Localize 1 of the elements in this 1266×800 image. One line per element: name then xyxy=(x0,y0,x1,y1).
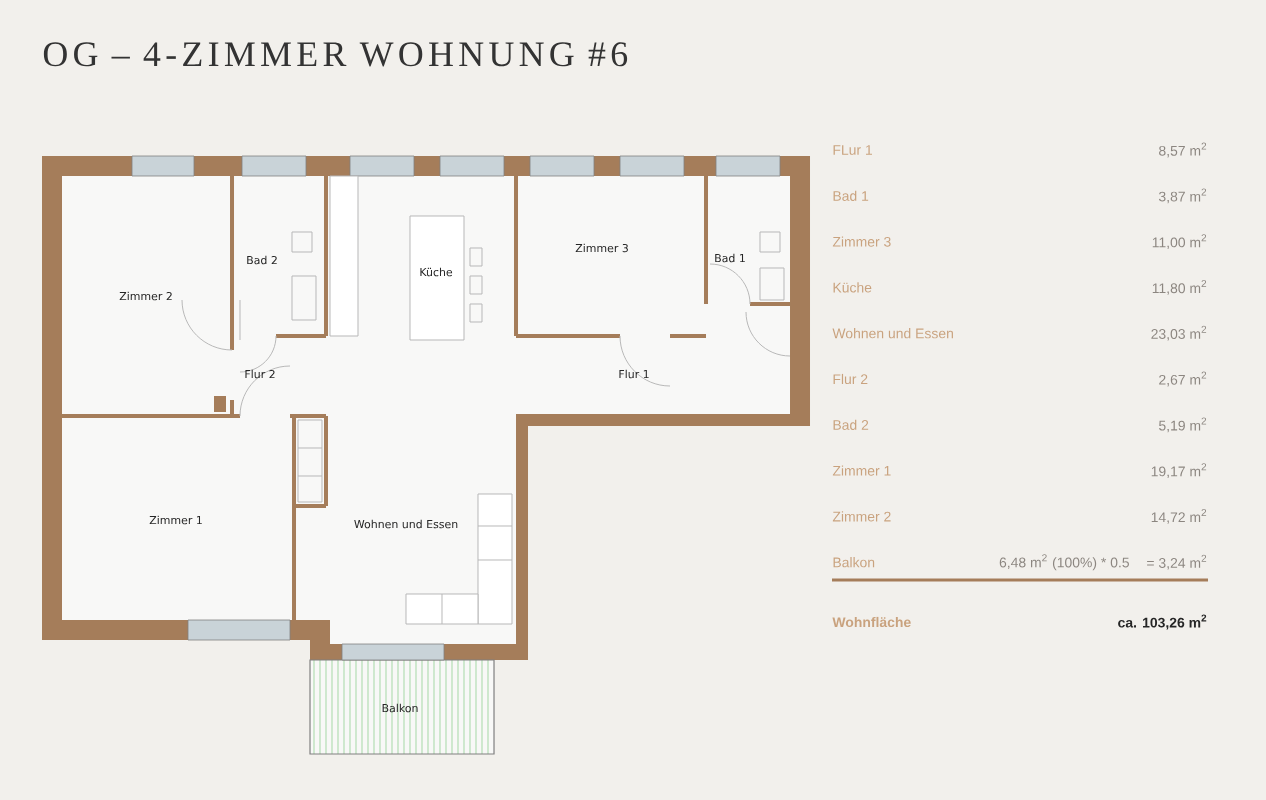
title: OG – 4-ZIMMER WOHNUNG #6 xyxy=(43,42,628,67)
